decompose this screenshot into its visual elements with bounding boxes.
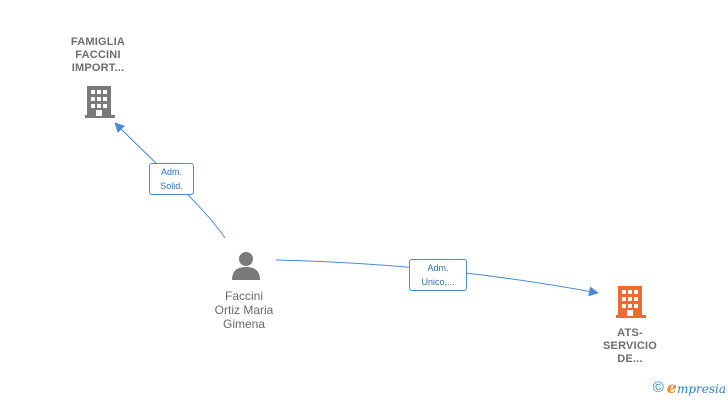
brand-logo[interactable]: © empresia (653, 376, 726, 398)
person-icon[interactable] (232, 252, 260, 280)
label-line: SERVICIO (603, 340, 657, 352)
brand-wordmark: empresia (667, 378, 726, 397)
label-line: IMPORT... (71, 62, 125, 74)
label-line: DE... (617, 353, 643, 365)
brand-initial: e (666, 377, 677, 397)
edge-label-line: Adm. (427, 263, 449, 273)
node-label-famiglia[interactable]: FAMIGLIA FACCINI IMPORT... (48, 36, 148, 75)
copyright-icon: © (652, 378, 664, 396)
label-line: FACCINI (75, 49, 121, 61)
label-line: FAMIGLIA (70, 36, 126, 48)
building-icon-accent[interactable] (616, 286, 646, 318)
node-label-ats[interactable]: ATS- SERVICIO DE... (580, 327, 680, 366)
node-label-person[interactable]: Faccini Ortiz Maria Gimena (194, 289, 294, 331)
brand-rest: mpresia (676, 381, 726, 396)
label-line: Gimena (222, 317, 266, 331)
edge-label-adm-unico[interactable]: Adm. Unico,... (409, 259, 467, 291)
building-icon[interactable] (85, 86, 115, 118)
edge-label-line: Adm. (160, 167, 182, 177)
edge-label-line: Solid. (160, 181, 183, 191)
edge-label-adm-solid[interactable]: Adm. Solid. (149, 163, 194, 195)
label-line: Faccini (224, 289, 263, 303)
edge-label-line: Unico,... (421, 277, 455, 287)
label-line: ATS- (617, 327, 643, 339)
label-line: Ortiz Maria (214, 303, 274, 317)
